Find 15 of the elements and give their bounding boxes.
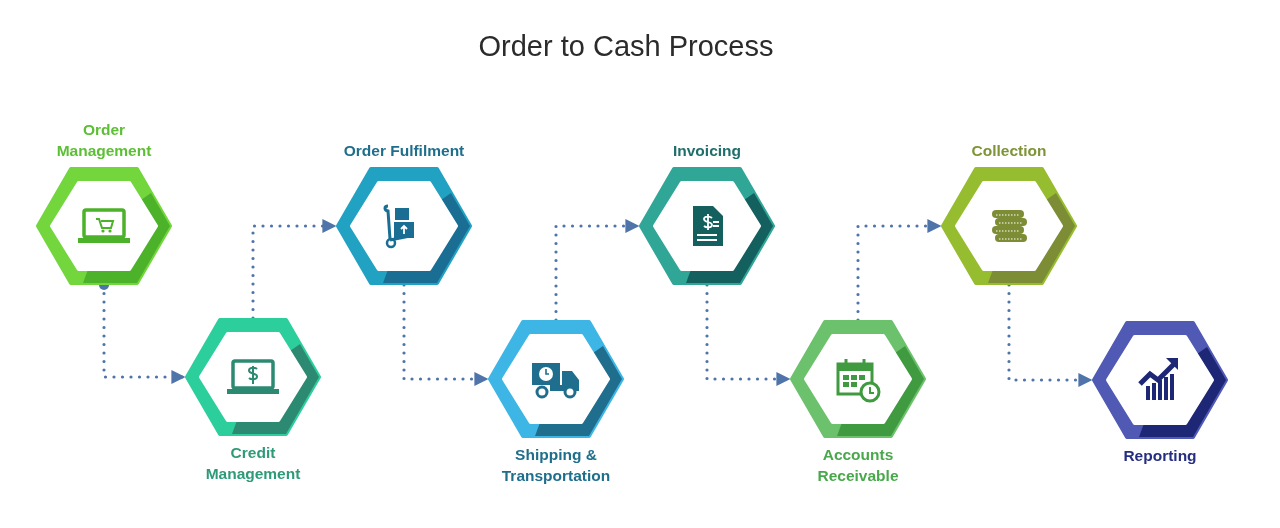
step-label: Reporting xyxy=(1123,446,1197,466)
dotted-arrow xyxy=(1007,283,1093,387)
dotted-arrow xyxy=(554,219,640,322)
step-label: Collection xyxy=(971,141,1047,161)
dotted-arrow xyxy=(251,219,337,320)
dotted-arrow xyxy=(856,219,942,322)
step-label: Order Management xyxy=(55,120,153,161)
step-label: Credit Management xyxy=(204,443,302,484)
step-label: Invoicing xyxy=(672,141,741,161)
step-label: Order Fulfilment xyxy=(343,141,465,161)
diagram-title: Order to Cash Process xyxy=(477,30,775,63)
dotted-arrow xyxy=(705,283,791,386)
step-label: Shipping & Transportation xyxy=(500,445,612,486)
step-label: Accounts Receivable xyxy=(816,445,900,486)
dotted-arrow xyxy=(402,283,489,386)
